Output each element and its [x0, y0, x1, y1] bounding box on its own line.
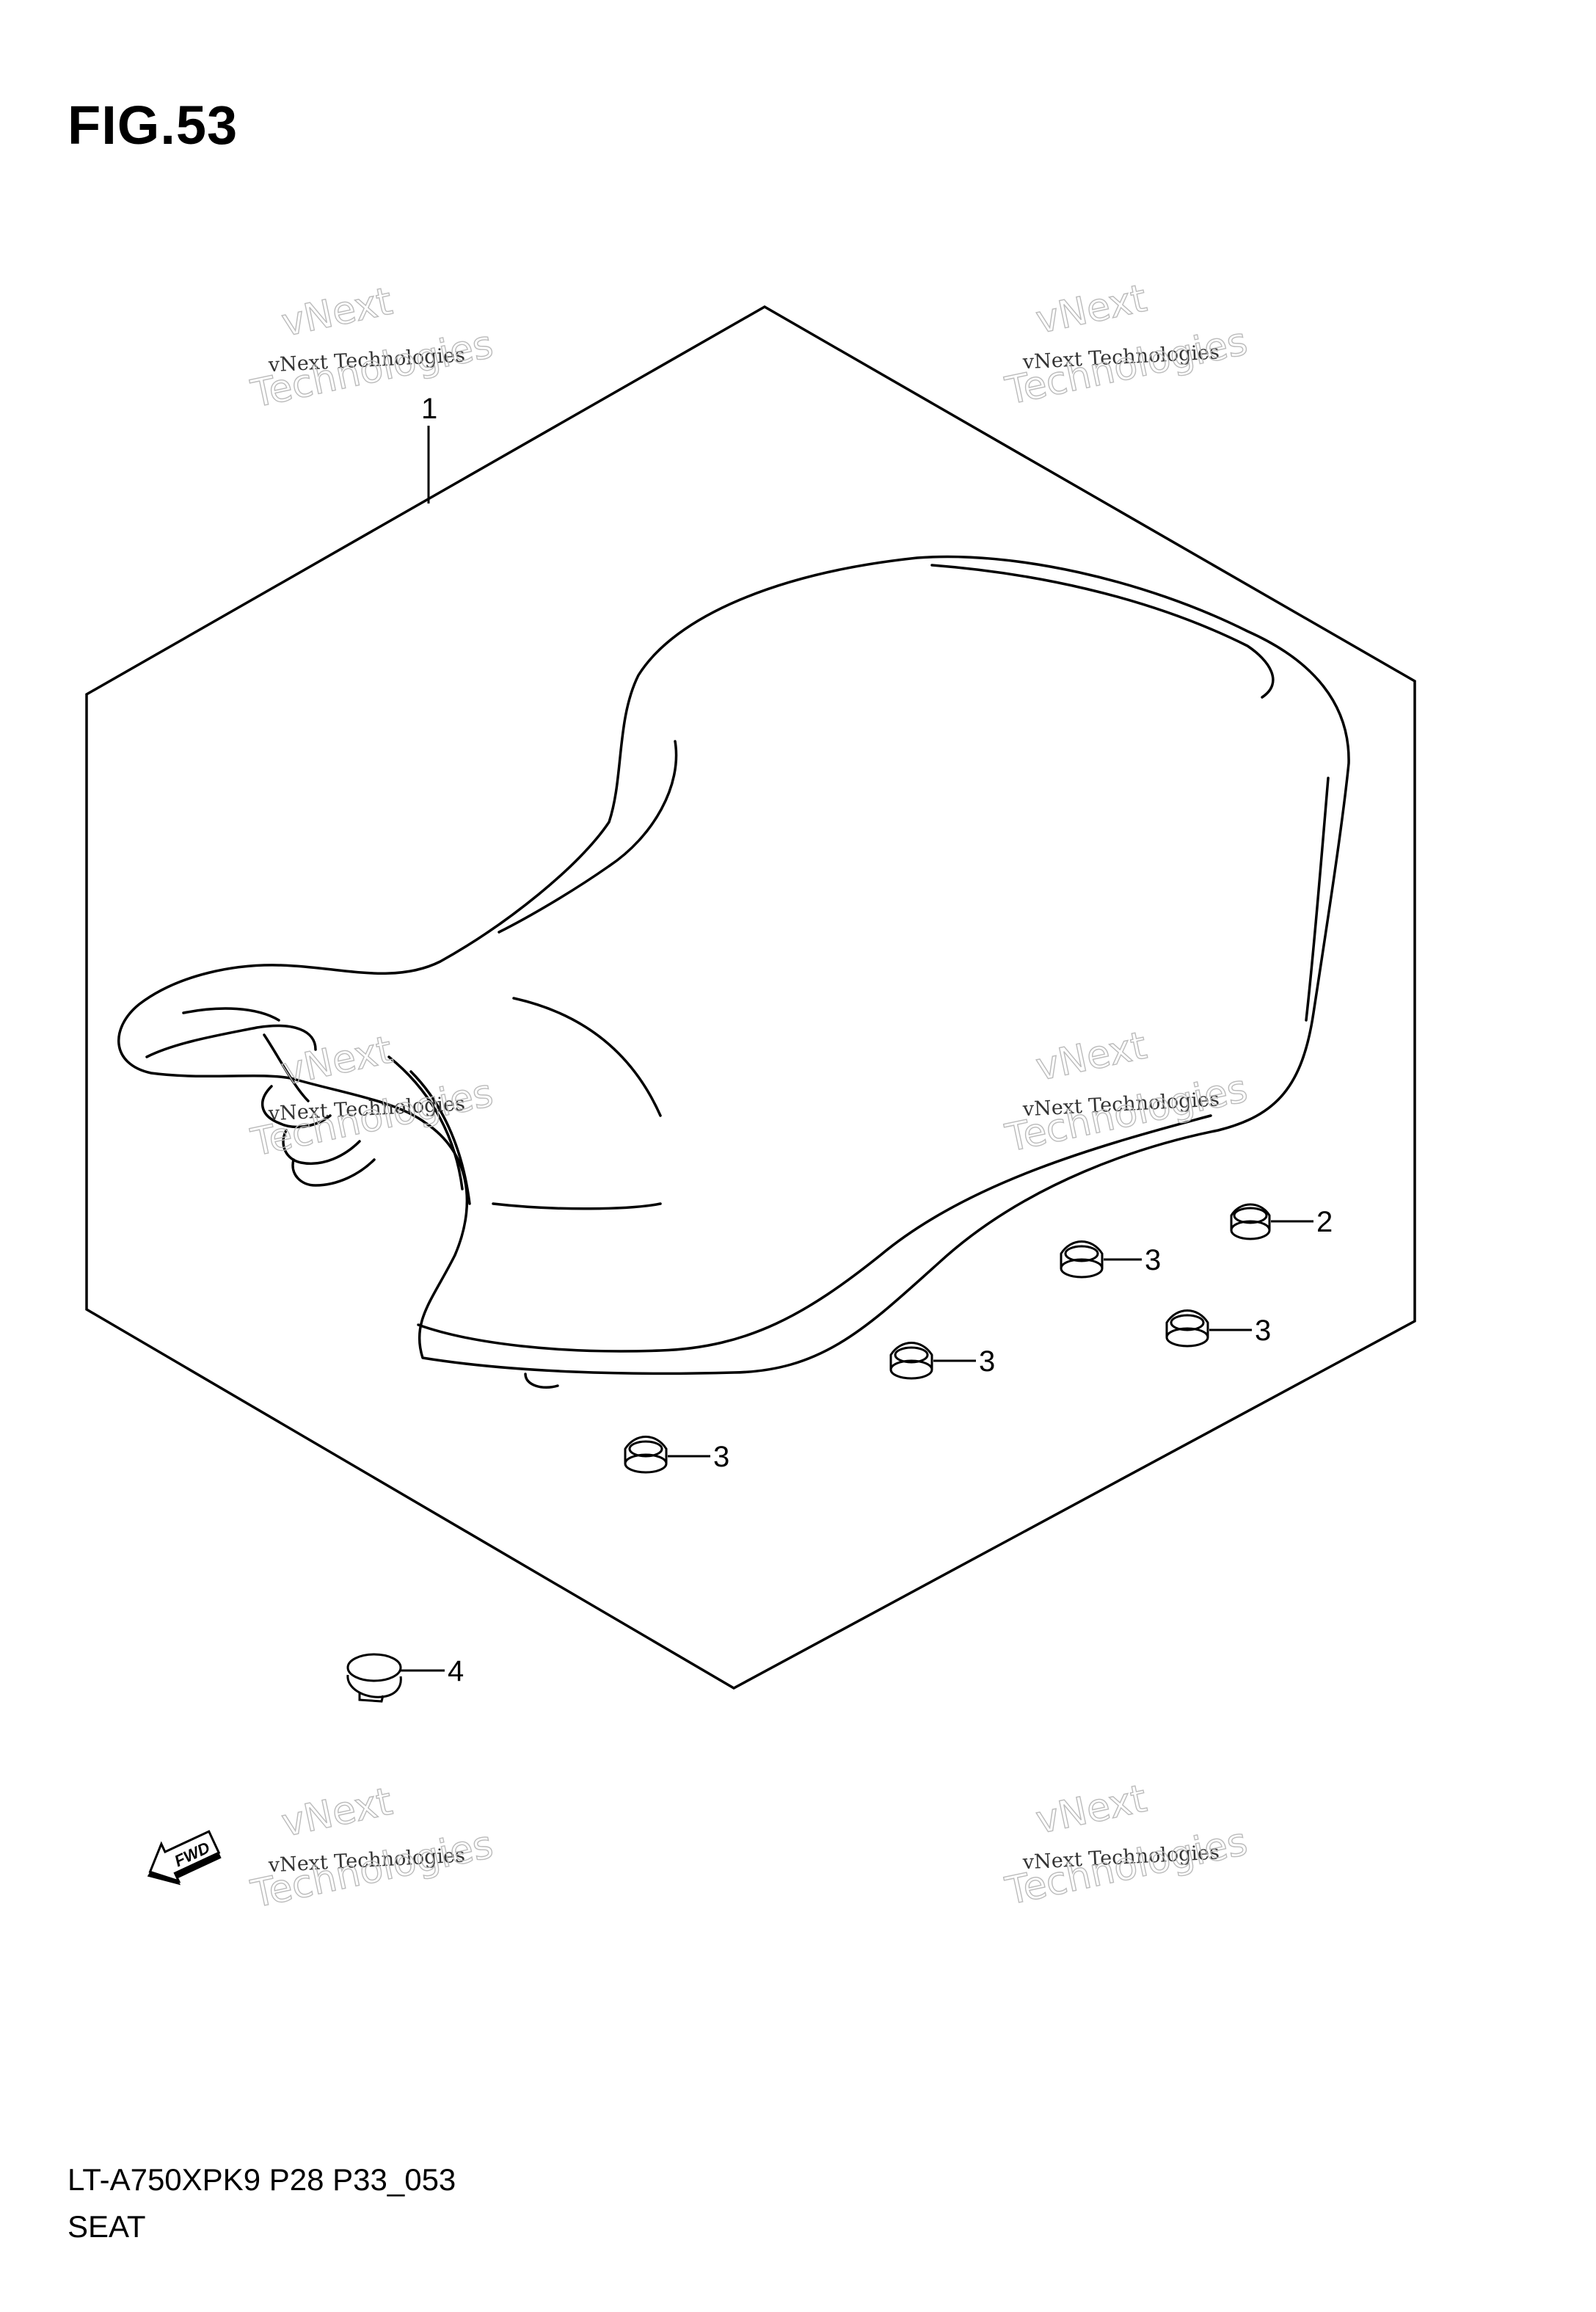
- assembly-hexagon: [85, 305, 1416, 1690]
- watermark-bottom-right: vNext vNext Technologies Technologies: [1001, 1776, 1252, 1914]
- callout-label-3d: 3: [713, 1441, 729, 1473]
- callout-label-4: 4: [448, 1655, 464, 1687]
- callout-label-3a: 3: [1145, 1244, 1161, 1276]
- cushion-icon-3b: [1165, 1309, 1209, 1348]
- cushion-icon-3a: [1060, 1240, 1104, 1279]
- cushion-icon-2: [1230, 1203, 1271, 1240]
- watermark-mid-right: vNext vNext Technologies Technologies: [1001, 1023, 1252, 1161]
- callout-label-3c: 3: [979, 1345, 995, 1378]
- figure-name: SEAT: [68, 2209, 146, 2244]
- cushion-icon-4: [346, 1653, 402, 1703]
- callout-label-1: 1: [421, 393, 437, 425]
- watermark-mid-left: vNext vNext Technologies Technologies: [247, 1028, 498, 1166]
- svg-text:vNext: vNext: [1032, 277, 1151, 343]
- svg-text:vNext: vNext: [278, 280, 396, 346]
- figure-code: LT-A750XPK9 P28 P33_053: [68, 2162, 456, 2197]
- svg-text:vNext: vNext: [1032, 1777, 1151, 1843]
- seat-icon: [117, 555, 1350, 1389]
- svg-text:vNext: vNext: [278, 1028, 396, 1094]
- watermark-top-left: vNext vNext Technologies Technologies: [247, 279, 498, 417]
- figure-title: FIG.53: [68, 95, 238, 156]
- svg-text:vNext: vNext: [278, 1780, 396, 1846]
- forward-arrow-icon: FWD: [147, 1830, 222, 1886]
- callout-label-2: 2: [1316, 1206, 1333, 1238]
- watermark-top-right: vNext vNext Technologies Technologies: [1001, 276, 1252, 414]
- svg-text:vNext: vNext: [1032, 1024, 1151, 1090]
- callout-label-3b: 3: [1255, 1315, 1271, 1347]
- cushion-icon-3d: [624, 1436, 668, 1474]
- cushion-icon-3c: [889, 1342, 933, 1380]
- watermark-bottom-left: vNext vNext Technologies Technologies: [247, 1779, 498, 1917]
